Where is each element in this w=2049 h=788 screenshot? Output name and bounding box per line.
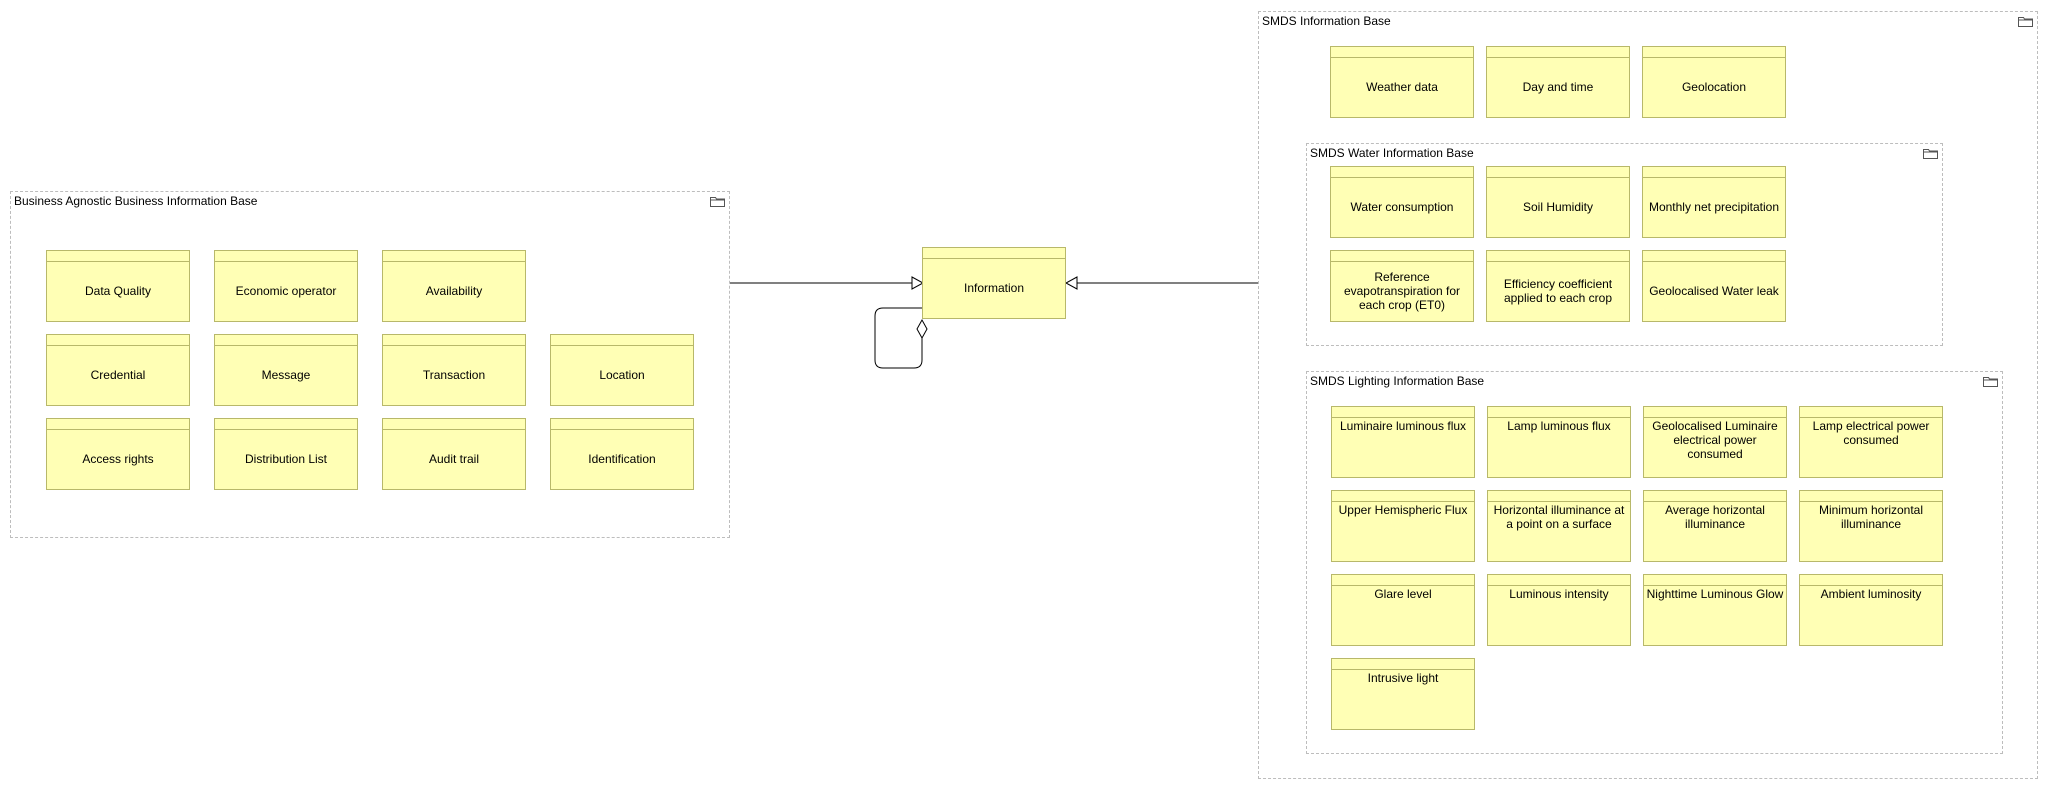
lighting-object[interactable]: Intrusive light (1331, 658, 1475, 730)
self-aggregation-line[interactable] (874, 307, 923, 369)
object-label: Water consumption (1350, 200, 1454, 214)
object-label: Information (963, 281, 1025, 295)
object-label: Ambient luminosity (1820, 587, 1922, 601)
business-information-base-group[interactable]: Business Agnostic Business Information B… (10, 191, 730, 538)
lighting-object[interactable]: Luminous intensity (1487, 574, 1631, 646)
business-object[interactable]: Location (550, 334, 694, 406)
object-label: Message (261, 368, 311, 382)
smds-water-information-base-group[interactable]: SMDS Water Information Base (1306, 143, 1943, 346)
object-label: Location (599, 368, 645, 382)
business-object[interactable]: Access rights (46, 418, 190, 490)
object-label: Efficiency coefficient applied to each c… (1503, 277, 1613, 305)
object-label: Monthly net precipitation (1648, 200, 1780, 214)
business-object[interactable]: Credential (46, 334, 190, 406)
lighting-object[interactable]: Luminaire luminous flux (1331, 406, 1475, 478)
business-object[interactable]: Economic operator (214, 250, 358, 322)
folder-icon (2018, 17, 2033, 27)
lighting-object[interactable]: Average horizontal illuminance (1643, 490, 1787, 562)
group-title: SMDS Information Base (1262, 14, 1391, 28)
object-label: Access rights (82, 452, 154, 466)
smds-object[interactable]: Weather data (1330, 46, 1474, 118)
object-label: Economic operator (235, 284, 337, 298)
object-label: Day and time (1522, 80, 1594, 94)
object-label: Lamp electrical power consumed (1812, 419, 1930, 447)
business-object[interactable]: Availability (382, 250, 526, 322)
object-label: Credential (90, 368, 146, 382)
group-title: SMDS Water Information Base (1310, 146, 1474, 160)
lighting-object[interactable]: Horizontal illuminance at a point on a s… (1487, 490, 1631, 562)
lighting-object[interactable]: Minimum horizontal illuminance (1799, 490, 1943, 562)
object-label: Upper Hemispheric Flux (1338, 503, 1468, 517)
lighting-object[interactable]: Glare level (1331, 574, 1475, 646)
folder-icon (710, 197, 725, 207)
lighting-object[interactable]: Nighttime Luminous Glow (1643, 574, 1787, 646)
object-label: Distribution List (244, 452, 328, 466)
lighting-object[interactable]: Lamp electrical power consumed (1799, 406, 1943, 478)
business-object[interactable]: Data Quality (46, 250, 190, 322)
object-label: Transaction (422, 368, 486, 382)
business-object[interactable]: Identification (550, 418, 694, 490)
object-label: Soil Humidity (1522, 200, 1594, 214)
object-label: Horizontal illuminance at a point on a s… (1493, 503, 1625, 531)
aggregation-diamond (916, 318, 928, 340)
object-label: Nighttime Luminous Glow (1646, 587, 1784, 601)
object-label: Reference evapotranspiration for each cr… (1343, 270, 1461, 312)
object-label: Luminous intensity (1509, 587, 1609, 601)
water-object[interactable]: Reference evapotranspiration for each cr… (1330, 250, 1474, 322)
object-label: Intrusive light (1367, 671, 1439, 685)
object-label: Geolocalised Luminaire electrical power … (1652, 419, 1778, 461)
information-object[interactable]: Information (922, 247, 1066, 319)
object-label: Minimum horizontal illuminance (1818, 503, 1924, 531)
smds-lighting-information-base-group[interactable]: SMDS Lighting Information Base (1306, 371, 2003, 754)
folder-icon (1983, 377, 1998, 387)
smds-object[interactable]: Day and time (1486, 46, 1630, 118)
object-label: Identification (588, 452, 656, 466)
water-object[interactable]: Water consumption (1330, 166, 1474, 238)
smds-information-base-group[interactable]: SMDS Information Base (1258, 11, 2038, 779)
smds-object[interactable]: Geolocation (1642, 46, 1786, 118)
business-object[interactable]: Audit trail (382, 418, 526, 490)
object-label: Weather data (1366, 80, 1438, 94)
object-label: Average horizontal illuminance (1665, 503, 1765, 531)
water-object[interactable]: Monthly net precipitation (1642, 166, 1786, 238)
object-label: Availability (425, 284, 483, 298)
group-title: Business Agnostic Business Information B… (14, 194, 258, 208)
lighting-object[interactable]: Geolocalised Luminaire electrical power … (1643, 406, 1787, 478)
object-label: Glare level (1374, 587, 1432, 601)
object-label: Luminaire luminous flux (1339, 419, 1467, 433)
object-label: Geolocation (1681, 80, 1747, 94)
object-label: Data Quality (84, 284, 152, 298)
object-label: Lamp luminous flux (1507, 419, 1611, 433)
object-label: Audit trail (428, 452, 480, 466)
water-object[interactable]: Efficiency coefficient applied to each c… (1486, 250, 1630, 322)
water-object[interactable]: Soil Humidity (1486, 166, 1630, 238)
folder-icon (1923, 149, 1938, 159)
lighting-object[interactable]: Lamp luminous flux (1487, 406, 1631, 478)
business-object[interactable]: Transaction (382, 334, 526, 406)
business-object[interactable]: Distribution List (214, 418, 358, 490)
object-label: Geolocalised Water leak (1649, 284, 1779, 298)
hollow-triangle-arrowhead (1064, 276, 1078, 290)
group-title: SMDS Lighting Information Base (1310, 374, 1485, 388)
lighting-object[interactable]: Upper Hemispheric Flux (1331, 490, 1475, 562)
water-object[interactable]: Geolocalised Water leak (1642, 250, 1786, 322)
lighting-object[interactable]: Ambient luminosity (1799, 574, 1943, 646)
business-object[interactable]: Message (214, 334, 358, 406)
